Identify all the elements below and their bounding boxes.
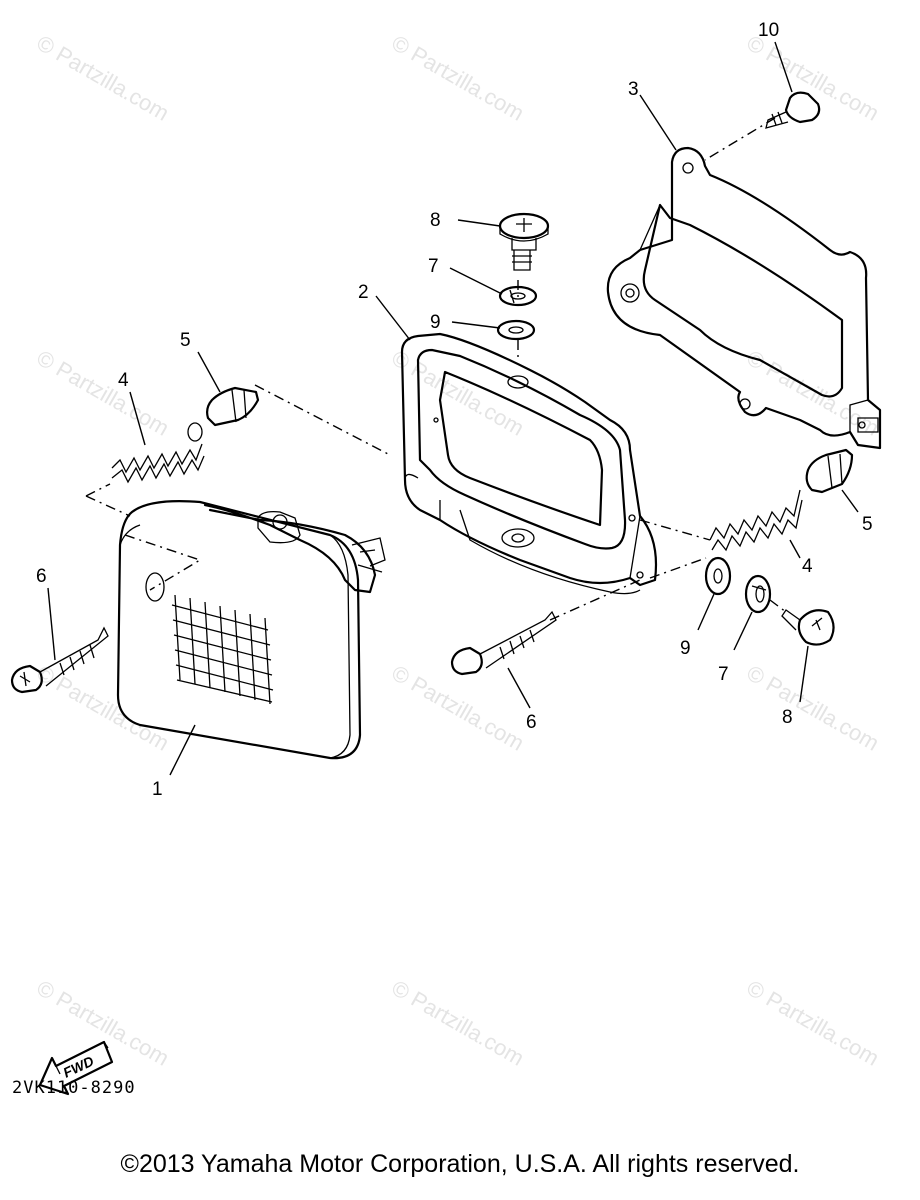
callout-label: 9 <box>680 638 691 659</box>
callout-label: 5 <box>862 514 873 535</box>
callout-label: 8 <box>782 707 793 728</box>
callout-label: 1 <box>152 779 163 800</box>
lens-grid <box>171 594 274 705</box>
callout-label: 9 <box>430 312 441 333</box>
spring-part <box>111 422 205 484</box>
washer-part <box>744 574 772 614</box>
adjuster-part <box>206 386 260 427</box>
fwd-label: FWD <box>61 1053 97 1081</box>
callout-label: 2 <box>358 282 369 303</box>
screw-part <box>498 212 550 271</box>
callout-label: 6 <box>36 566 47 587</box>
screw-part <box>450 610 557 676</box>
housing-part <box>400 332 658 595</box>
callout-label: 5 <box>180 330 191 351</box>
callout-label: 10 <box>758 20 779 41</box>
spring-part <box>709 489 803 552</box>
copyright-notice: ©2013 Yamaha Motor Corporation, U.S.A. A… <box>120 1150 800 1178</box>
headlight-part <box>116 500 386 760</box>
diagram-code: 2VK110-8290 <box>12 1078 136 1098</box>
washer-part <box>704 556 732 596</box>
callout-label: 7 <box>428 256 439 277</box>
washer-part <box>496 319 536 341</box>
leader-lines <box>47 41 859 776</box>
callout-label: 6 <box>526 712 537 733</box>
screw-part <box>10 626 109 694</box>
callout-label: 4 <box>118 370 129 391</box>
assembly-centerlines <box>85 117 787 621</box>
callout-label: 4 <box>802 556 813 577</box>
callout-label: 7 <box>718 664 729 685</box>
screw-part <box>765 91 821 129</box>
callout-label: 3 <box>628 79 639 100</box>
adjuster-part <box>805 448 854 494</box>
screw-part <box>781 609 835 646</box>
bracket-part <box>606 146 882 450</box>
callout-label: 8 <box>430 210 441 231</box>
